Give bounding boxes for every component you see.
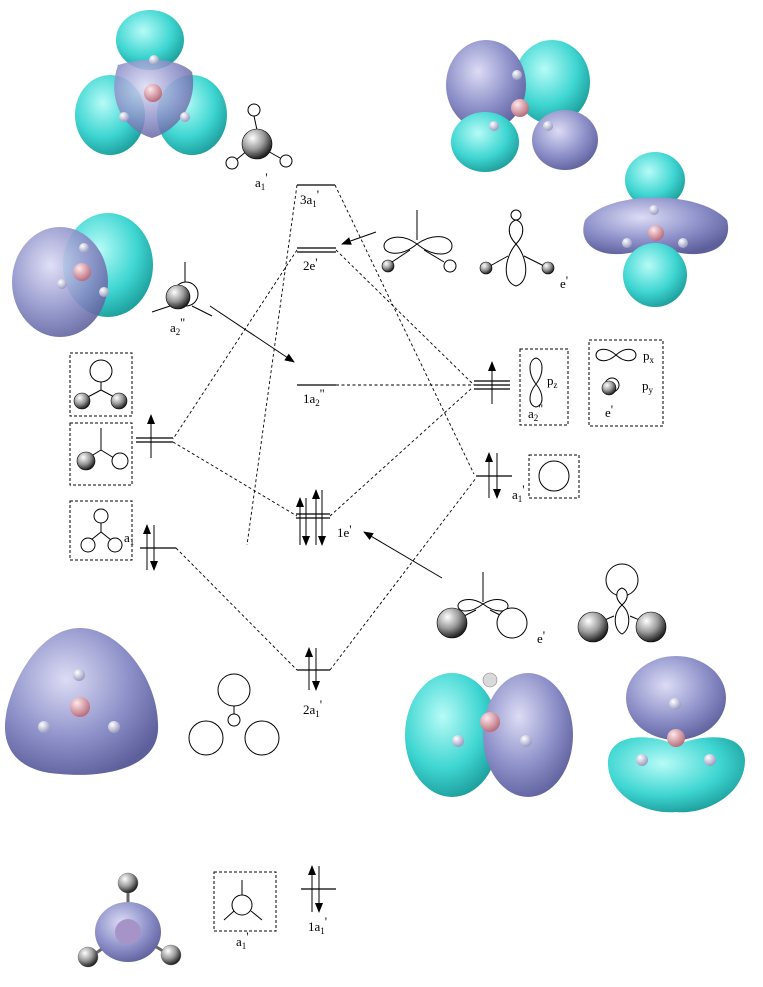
isosurface-1a2pp (12, 213, 153, 337)
isosurface-2ep-a (446, 40, 598, 172)
isosurface-2a1p (4, 628, 159, 775)
svg-text:e': e' (560, 273, 568, 291)
svg-text:a2'': a2'' (170, 315, 185, 337)
correlation-line (329, 477, 477, 671)
label-boron-a1p: a1' (512, 482, 525, 504)
pointer-arrow (209, 305, 295, 363)
box-pxpy: px py e' (588, 339, 664, 427)
isosurface-3a1p (75, 10, 227, 155)
shaded-atom (110, 392, 128, 410)
pointer-arrow (363, 531, 443, 579)
electron-arrows (296, 489, 326, 913)
isosurface-1ep-b (607, 656, 745, 813)
svg-text:e': e' (537, 628, 545, 646)
lgo-box-e-2 (69, 422, 133, 486)
correlation-line (172, 249, 298, 440)
sketch-top-a1p: a1' (225, 103, 293, 192)
lgo-box-a1 (69, 500, 133, 561)
shaded-atom (73, 392, 91, 410)
svg-text:px: px (643, 348, 655, 365)
shaded-atom (165, 284, 191, 310)
boron-levels (474, 361, 512, 499)
shaded-atom (479, 261, 493, 275)
svg-text:a1': a1' (255, 170, 268, 192)
shaded-atom (76, 451, 96, 471)
correlation-line (334, 184, 475, 475)
svg-text:pz: pz (547, 373, 558, 390)
sketch-a2pp: a2'' (151, 262, 213, 337)
sketch-1a1p: a1' (213, 871, 277, 951)
label-ligand-a1: a1 (124, 530, 134, 547)
svg-text:a1': a1' (236, 929, 249, 951)
shaded-atom (381, 259, 395, 273)
svg-text:e': e' (605, 402, 613, 420)
label-2a1p: 2a1' (303, 697, 322, 719)
correlation-lines (172, 184, 477, 671)
shaded-atom (541, 261, 555, 275)
isosurface-1a1p (77, 872, 182, 968)
correlation-line (175, 547, 298, 671)
label-3a1p: 3a1' (300, 187, 319, 209)
correlation-line (172, 441, 298, 517)
ligand-levels (136, 414, 176, 571)
shaded-atom (436, 607, 468, 639)
lgo-box-e-1 (69, 352, 133, 417)
label-1ep: 1e' (337, 522, 352, 540)
correlation-line (335, 249, 475, 386)
box-s (528, 454, 580, 499)
box-pz: pz a2'' (519, 348, 569, 426)
isosurface-1ep-a (405, 672, 573, 797)
sketch-2a1p (188, 673, 280, 756)
shaded-atom (241, 128, 273, 160)
isosurface-2ep-b (583, 152, 729, 307)
label-2ep: 2e' (303, 255, 318, 273)
correlation-line (246, 184, 298, 546)
sketch-e-bottom: e' (436, 563, 667, 646)
label-1a2pp: 1a2'' (303, 386, 324, 408)
correlation-line (329, 387, 473, 517)
pointer-arrow (341, 231, 377, 245)
label-1a1p: 1a1' (308, 914, 327, 936)
svg-text:py: py (642, 378, 654, 395)
shaded-atom (601, 380, 617, 396)
mo-levels (296, 184, 336, 890)
svg-text:a2'': a2'' (528, 401, 543, 423)
shaded-atom (577, 611, 609, 643)
shaded-atom (635, 611, 667, 643)
sketch-e-top: e' (381, 209, 568, 291)
